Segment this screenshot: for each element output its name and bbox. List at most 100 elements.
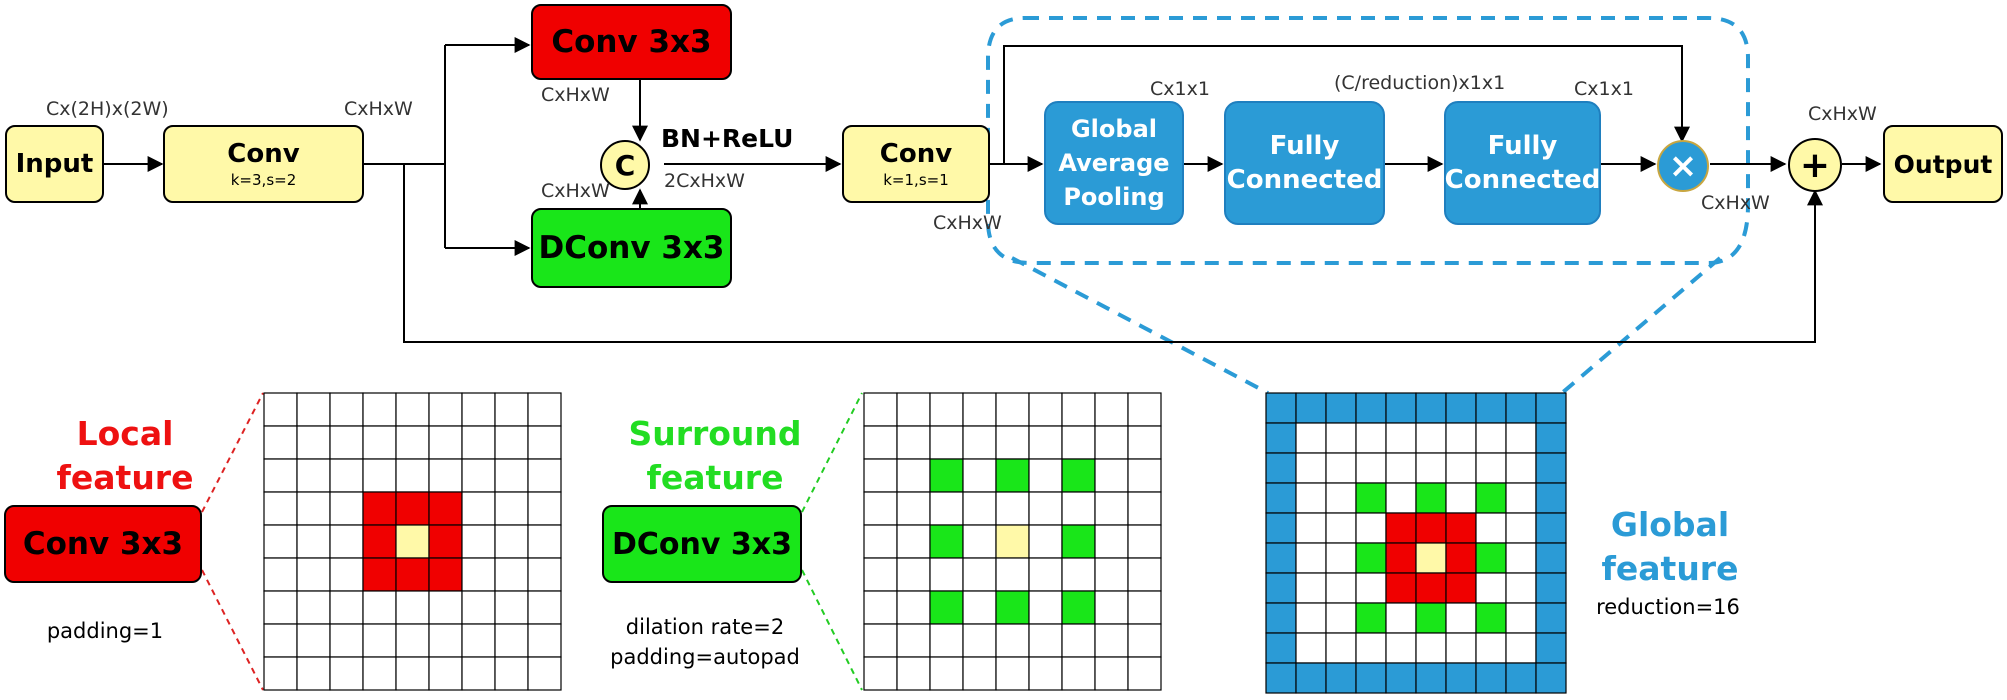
grid-cell <box>1094 425 1129 460</box>
grid-cell <box>1415 572 1447 604</box>
grid-cell <box>1127 491 1162 526</box>
grid-cell <box>395 491 430 526</box>
grid-cell <box>1127 392 1162 427</box>
grid-cell <box>1061 458 1096 493</box>
local-note-line-1: padding=1 <box>46 619 164 643</box>
grid-cell <box>1127 557 1162 592</box>
output-node: Output <box>1883 125 2003 203</box>
grid-cell <box>1094 392 1129 427</box>
input-node: Input <box>5 125 104 203</box>
grid-cell <box>1355 482 1387 514</box>
grid-cell <box>461 590 496 625</box>
conv-stride2-params: k=3,s=2 <box>230 171 297 189</box>
grid-cell <box>1385 422 1417 454</box>
grid-cell <box>1535 392 1567 424</box>
grid-cell <box>1385 662 1417 694</box>
grid-cell <box>263 425 298 460</box>
local-feature-title: Local feature <box>30 412 220 500</box>
grid-cell <box>527 590 562 625</box>
surround-title-line-2: feature <box>646 458 784 497</box>
surround-feature-grid <box>863 392 1162 691</box>
grid-cell <box>1505 662 1537 694</box>
grid-cell <box>329 557 364 592</box>
dim-mult-out: CxHxW <box>1701 192 1770 214</box>
dim-conv1-out: CxHxW <box>344 98 413 120</box>
dim-gap-out: Cx1x1 <box>1150 78 1210 100</box>
grid-cell <box>1295 542 1327 574</box>
grid-cell <box>1127 524 1162 559</box>
grid-cell <box>428 458 463 493</box>
grid-cell <box>461 623 496 658</box>
grid-cell <box>1535 422 1567 454</box>
grid-cell <box>263 557 298 592</box>
grid-cell <box>995 524 1030 559</box>
grid-cell <box>995 590 1030 625</box>
grid-cell <box>1415 482 1447 514</box>
grid-cell <box>395 392 430 427</box>
grid-cell <box>962 623 997 658</box>
add-node: + <box>1788 138 1842 192</box>
grid-cell <box>1445 542 1477 574</box>
grid-cell <box>896 524 931 559</box>
grid-cell <box>1535 662 1567 694</box>
grid-cell <box>1094 491 1129 526</box>
grid-cell <box>1127 458 1162 493</box>
conv-1x1-params: k=1,s=1 <box>883 171 949 189</box>
grid-cell <box>929 656 964 691</box>
dim-to-green: CxHxW <box>541 180 610 202</box>
surround-title-line-1: Surround <box>628 414 802 453</box>
grid-cell <box>1385 572 1417 604</box>
grid-cell <box>395 623 430 658</box>
se-module-outline <box>986 16 1750 395</box>
grid-cell <box>263 623 298 658</box>
grid-cell <box>1475 452 1507 484</box>
grid-cell <box>527 656 562 691</box>
grid-cell <box>527 623 562 658</box>
fully-connected-2-node: Fully Connected <box>1444 101 1601 225</box>
grid-cell <box>428 623 463 658</box>
local-title-line-1: Local <box>76 414 174 453</box>
grid-cell <box>1475 482 1507 514</box>
grid-cell <box>329 623 364 658</box>
gap-line-1: Global <box>1070 115 1157 143</box>
global-average-pooling-node: Global Average Pooling <box>1044 101 1184 225</box>
grid-cell <box>1094 590 1129 625</box>
grid-cell <box>1445 512 1477 544</box>
grid-cell <box>1325 632 1357 664</box>
grid-cell <box>395 557 430 592</box>
grid-cell <box>1355 452 1387 484</box>
grid-cell <box>1415 542 1447 574</box>
grid-cell <box>896 425 931 460</box>
grid-cell <box>527 557 562 592</box>
grid-cell <box>896 557 931 592</box>
global-note-line-1: reduction=16 <box>1596 595 1740 619</box>
grid-cell <box>1265 542 1297 574</box>
dim-fc1-out: (C/reduction)x1x1 <box>1334 72 1506 94</box>
grid-cell <box>1325 662 1357 694</box>
grid-cell <box>962 557 997 592</box>
grid-cell <box>1385 392 1417 424</box>
grid-cell <box>1061 590 1096 625</box>
grid-cell <box>1325 512 1357 544</box>
global-title-line-2: feature <box>1601 549 1739 588</box>
dim-add-out: CxHxW <box>1808 103 1877 125</box>
grid-cell <box>395 458 430 493</box>
local-note: padding=1 <box>20 616 190 646</box>
surround-note: dilation rate=2 padding=autopad <box>580 612 830 672</box>
dim-conv2-out: CxHxW <box>933 212 1002 234</box>
grid-cell <box>296 557 331 592</box>
fc1-line-2: Connected <box>1226 165 1383 195</box>
surround-feature-title: Surround feature <box>600 412 830 500</box>
grid-cell <box>896 656 931 691</box>
grid-cell <box>1415 512 1447 544</box>
fc2-line-1: Fully <box>1487 131 1558 161</box>
grid-cell <box>995 458 1030 493</box>
local-conv3x3-box: Conv 3x3 <box>4 505 202 583</box>
conv-1x1-label: Conv <box>879 139 953 169</box>
grid-cell <box>1094 524 1129 559</box>
grid-cell <box>362 425 397 460</box>
grid-cell <box>1415 602 1447 634</box>
dim-input-out: Cx(2H)x(2W) <box>46 98 169 120</box>
grid-cell <box>1295 512 1327 544</box>
